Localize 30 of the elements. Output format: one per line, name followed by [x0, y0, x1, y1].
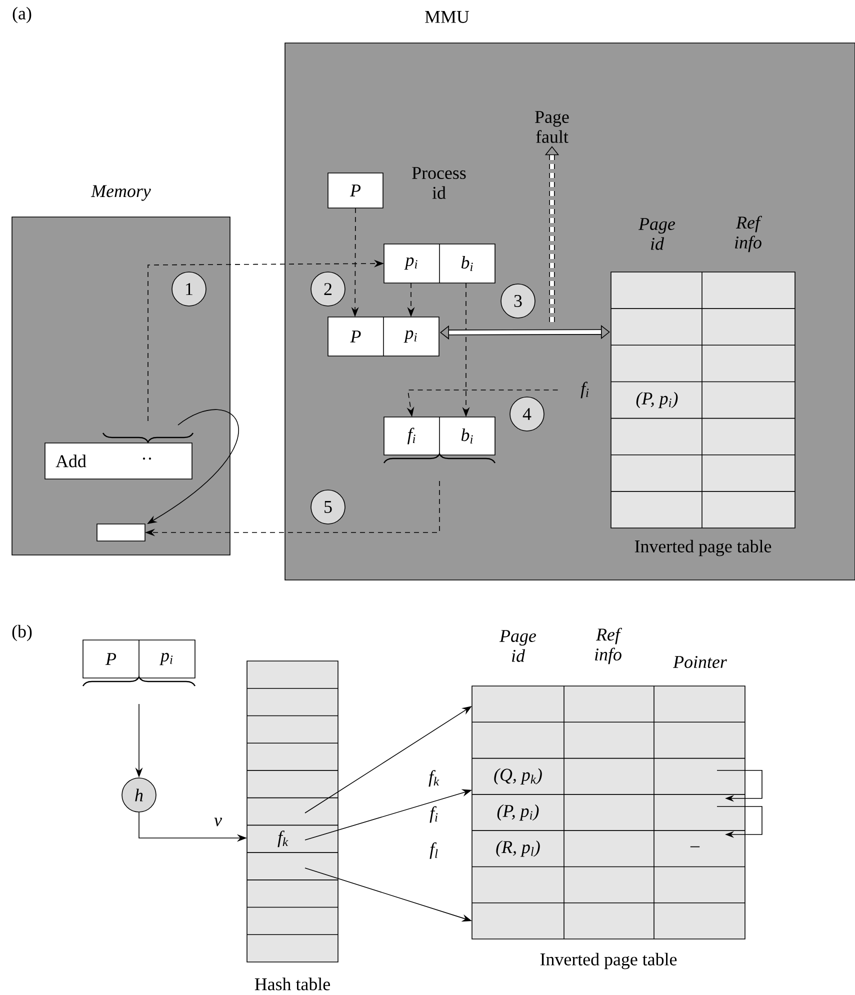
memory-word-box [96, 524, 146, 542]
node-label: ·· [142, 458, 152, 460]
page-table: Page id Ref info Pointer (Q, p$_{k}$) (P, p$_{i}$) (R, p$_{l}$) – Inverted page table [472, 628, 746, 970]
double-arrow [440, 324, 610, 340]
text-label: f$_{i}$ [580, 382, 589, 398]
node-label: f$_{i}$ [407, 428, 416, 444]
text-label: Page fault [535, 111, 569, 143]
register-box: P [328, 172, 384, 208]
node-label: Page id [638, 218, 676, 250]
instruction-box: Add ·· [44, 442, 192, 480]
page-table: Page id Ref info (P, p$_{i}$) Inverted page table [610, 216, 796, 556]
record-box: p$_{i}$ b$_{i}$ [384, 244, 496, 284]
node-label: Hash table [254, 978, 330, 990]
node-label: b$_{i}$ [461, 428, 473, 444]
node-label: Add [56, 454, 86, 468]
text-label: f$_{l}$ [430, 842, 438, 859]
record-box: f$_{i}$ b$_{i}$ [384, 416, 496, 456]
text-label: Process id [412, 167, 466, 199]
edge-label: v [213, 816, 223, 828]
hash-table: f$_{k}$ Hash table [246, 660, 338, 990]
record-box: P p$_{i}$ [82, 640, 196, 678]
text-label: f$_{i}$ [430, 806, 438, 823]
panel-label: (a) [12, 6, 32, 24]
panel-heading: MMU [425, 11, 470, 23]
panel-label: (b) [12, 624, 32, 642]
text-label: f$_{k}$ [428, 770, 440, 787]
node-label: Inverted page table [634, 540, 772, 556]
node-label: Ref info [735, 216, 762, 252]
panel-heading: Memory [90, 185, 151, 201]
record-box: P p$_{i}$ [328, 316, 440, 356]
